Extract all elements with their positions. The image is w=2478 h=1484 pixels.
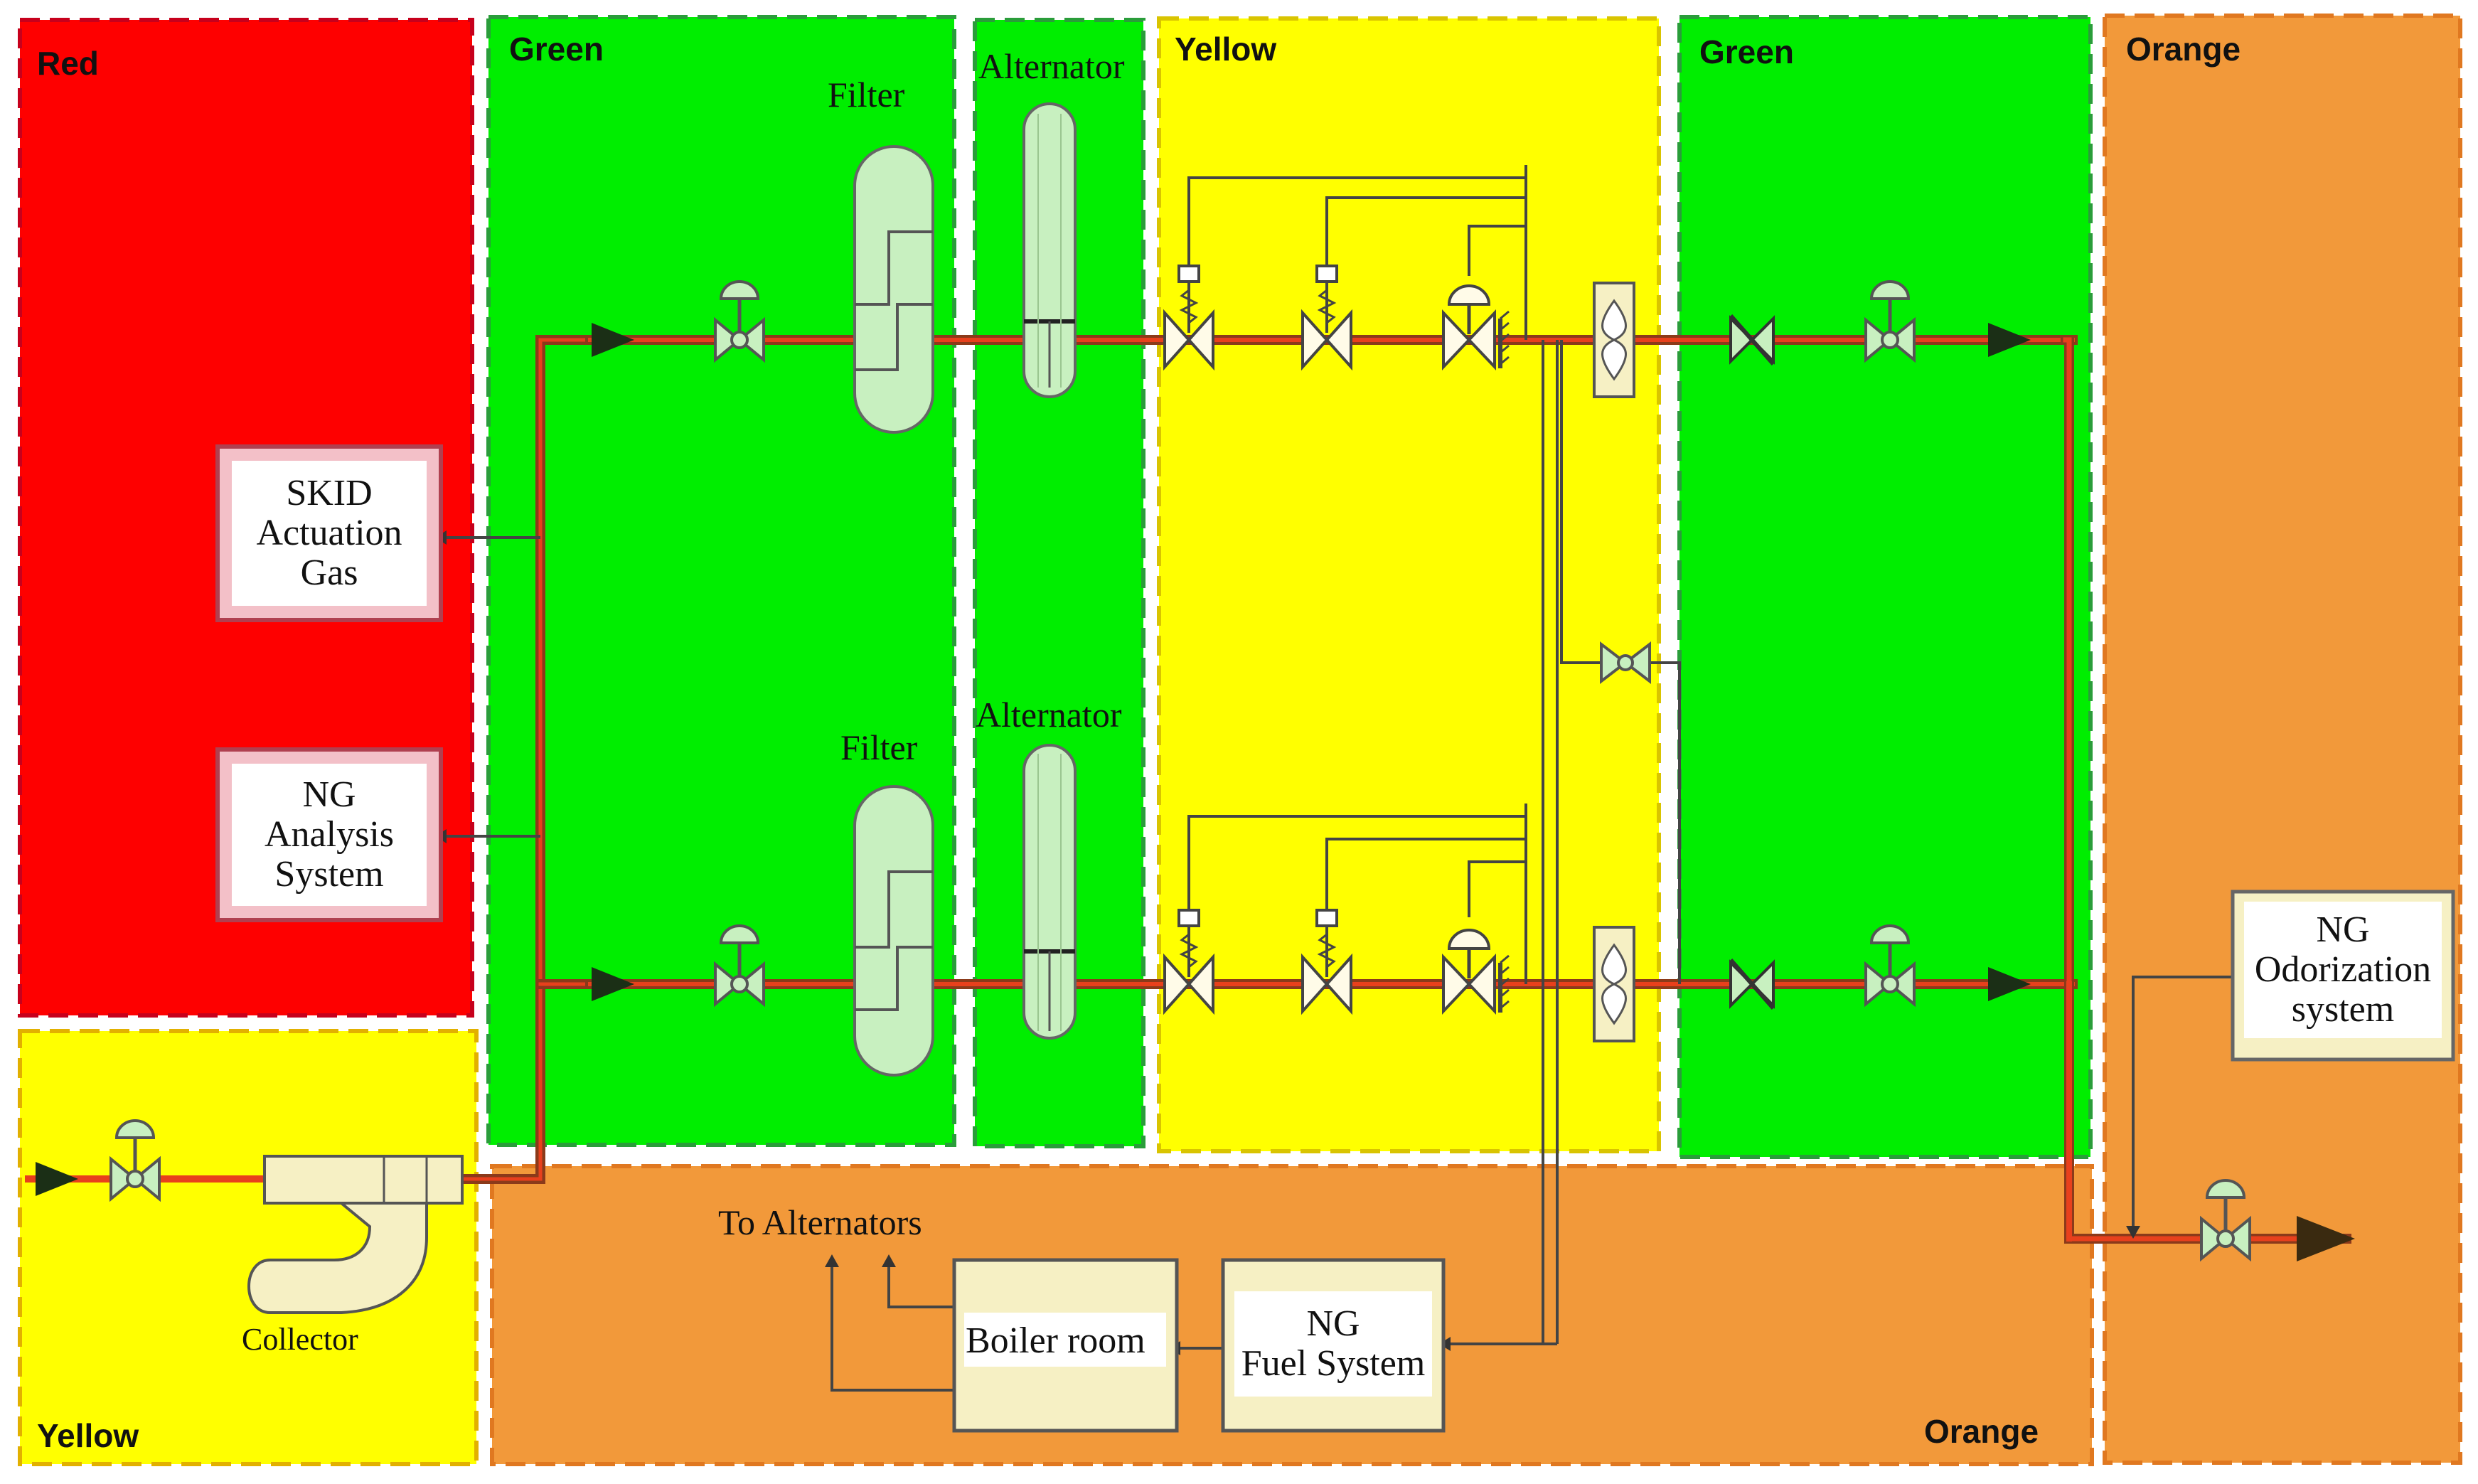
zone-label-yellow-top: Yellow — [1175, 31, 1277, 68]
skid-box-frame — [215, 444, 443, 622]
boiler-room-box-frame — [952, 1258, 1179, 1433]
ng-analysis-line-2: Analysis — [265, 813, 394, 855]
ng-analysis-line-3: System — [274, 854, 384, 895]
signal-arrows — [435, 530, 2140, 1355]
zone-orange-right — [2103, 14, 2462, 1465]
filter-bottom-equipment — [853, 785, 934, 1077]
skid-line-1: SKID — [286, 472, 373, 513]
ng-analysis-system-box: NG Analysis System — [232, 764, 427, 906]
ng-odorization-line-1: NG — [2316, 909, 2370, 950]
flow-arrow-icon — [2297, 1216, 2355, 1261]
flow-meter-icon[interactable] — [1593, 282, 1635, 398]
skid-actuation-gas-box: SKID Actuation Gas — [232, 461, 427, 606]
ng-analysis-line-1: NG — [302, 774, 356, 815]
ng-fuel-box-frame — [1221, 1258, 1446, 1433]
ng-fuel-system-box: NG Fuel System — [1234, 1291, 1432, 1397]
skid-line-2: Actuation — [256, 512, 402, 553]
ng-odorization-line-3: system — [2291, 989, 2395, 1030]
zone-green-right — [1677, 15, 2093, 1159]
zone-label-green-right: Green — [1699, 33, 1794, 70]
ng-odorization-line-2: Odorization — [2254, 949, 2432, 990]
ng-fuel-line-2: Fuel System — [1241, 1343, 1426, 1384]
ng-fuel-line-1: NG — [1306, 1303, 1360, 1344]
ng-odorization-system-box: NG Odorization system — [2244, 902, 2442, 1038]
filter-top-label: Filter — [828, 75, 905, 114]
skid-line-3: Gas — [300, 553, 358, 594]
zone-label-orange-bottom: Orange — [1924, 1413, 2039, 1450]
zone-label-orange-right: Orange — [2126, 31, 2241, 68]
flow-meter-icon[interactable] — [1593, 926, 1635, 1042]
boiler-room-label: Boiler room — [966, 1320, 1145, 1361]
alternator-bottom-label: Alternator — [976, 695, 1122, 735]
to-alternators-label: To Alternators — [718, 1202, 922, 1242]
filter-bottom-label: Filter — [840, 727, 918, 767]
zone-label-green-left: Green — [509, 31, 604, 68]
filter-top-equipment — [853, 145, 934, 434]
zone-label-yellow-bottom: Yellow — [37, 1417, 139, 1454]
collector-equipment — [247, 1155, 464, 1314]
ng-odorization-box-frame — [2231, 890, 2455, 1062]
alternator-top-equipment — [1022, 102, 1077, 398]
collector-label: Collector — [242, 1322, 358, 1357]
alternator-top-label: Alternator — [978, 46, 1125, 86]
bypass-valve-icon[interactable] — [1600, 641, 1651, 685]
instrument-lines — [441, 165, 2233, 1392]
ng-analysis-box-frame — [215, 747, 443, 922]
zone-label-red: Red — [37, 45, 99, 82]
alternator-bottom-equipment — [1022, 744, 1077, 1040]
zone-yellow-top — [1157, 16, 1661, 1153]
